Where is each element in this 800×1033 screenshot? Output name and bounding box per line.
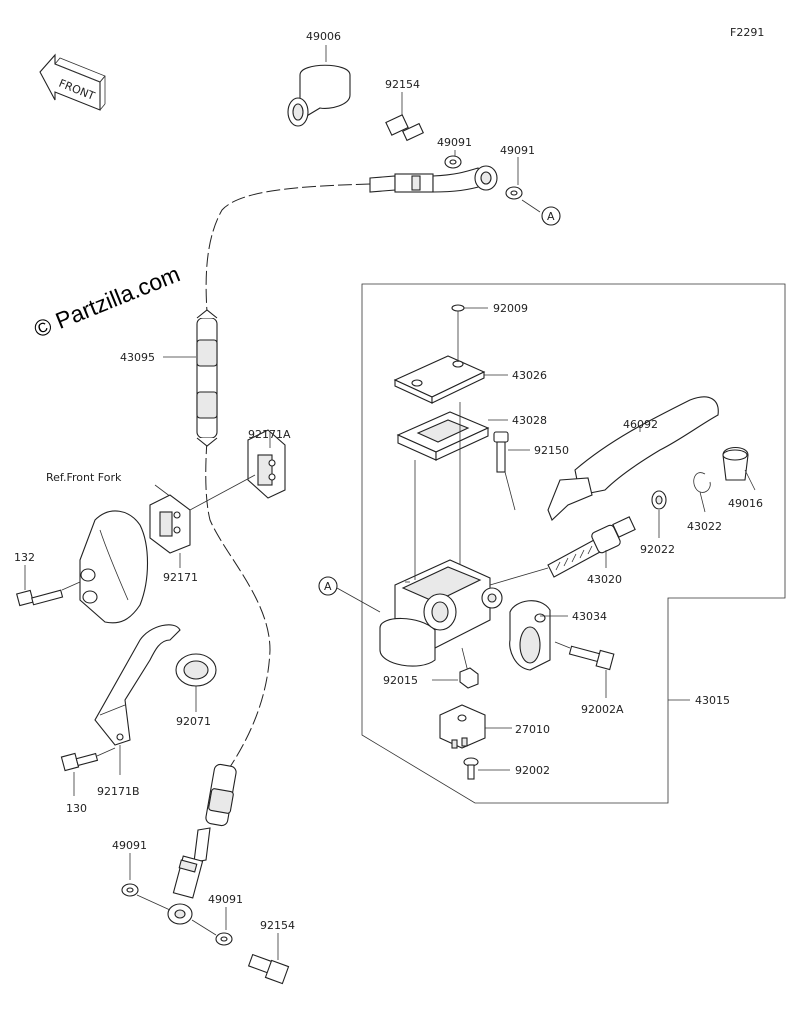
part-43026-shape bbox=[393, 322, 508, 404]
part-92009-shape bbox=[451, 304, 488, 322]
master-cylinder-body-shape bbox=[379, 402, 549, 673]
label-92015: 92015 bbox=[383, 674, 418, 687]
label-92002A: 92002A bbox=[581, 703, 624, 716]
part-92171-shape bbox=[149, 474, 256, 568]
label-92009: 92009 bbox=[493, 302, 528, 315]
label-43028: 43028 bbox=[512, 414, 547, 427]
label-43015: 43015 bbox=[695, 694, 730, 707]
front-arrow-icon: FRONT bbox=[39, 53, 106, 111]
part-49091-c-shape bbox=[121, 853, 171, 911]
label-46092: 46092 bbox=[623, 418, 658, 431]
hose-top-fitting-shape bbox=[369, 165, 498, 193]
callout-a-left-leader bbox=[336, 587, 381, 613]
part-43022-shape bbox=[693, 472, 711, 513]
part-92022-shape bbox=[651, 490, 667, 538]
reference-note: Ref.Front Fork bbox=[46, 471, 122, 484]
part-27010-shape bbox=[439, 704, 512, 749]
part-49091-d-shape bbox=[191, 907, 233, 946]
front-fork-bracket-shape bbox=[79, 510, 149, 624]
label-49006: 49006 bbox=[306, 30, 341, 43]
label-43095: 43095 bbox=[120, 351, 155, 364]
label-92171B: 92171B bbox=[97, 785, 140, 798]
part-92071-shape bbox=[175, 653, 217, 712]
part-130-shape bbox=[60, 747, 116, 796]
callout-a-top-letter: A bbox=[547, 210, 555, 223]
part-92002-shape bbox=[463, 757, 510, 780]
part-92154-top-shape bbox=[385, 92, 425, 142]
label-27010: 27010 bbox=[515, 723, 550, 736]
part-92171B-shape bbox=[94, 624, 181, 775]
callout-a-left bbox=[318, 576, 338, 596]
part-49091-a-shape bbox=[444, 150, 462, 169]
part-43095-shape bbox=[163, 309, 218, 447]
label-43022: 43022 bbox=[687, 520, 722, 533]
hose-lower-fitting-shape bbox=[167, 763, 237, 925]
part-92002A-shape bbox=[554, 641, 615, 698]
label-43026: 43026 bbox=[512, 369, 547, 382]
part-43020-shape bbox=[547, 516, 636, 578]
callout-a-top bbox=[541, 206, 561, 226]
brake-hose-lower bbox=[205, 439, 271, 771]
part-92154-bottom-shape bbox=[247, 933, 290, 985]
part-92150-shape bbox=[493, 431, 530, 511]
part-132-shape bbox=[16, 565, 81, 607]
label-92171A: 92171A bbox=[248, 428, 291, 441]
label-92154-bottom: 92154 bbox=[260, 919, 295, 932]
part-92015-shape bbox=[432, 667, 479, 689]
label-49016: 49016 bbox=[728, 497, 763, 510]
label-49091-c: 49091 bbox=[112, 839, 147, 852]
label-49091-a: 49091 bbox=[437, 136, 472, 149]
assembly-outline bbox=[361, 283, 786, 804]
label-130: 130 bbox=[66, 802, 87, 815]
label-43034: 43034 bbox=[572, 610, 607, 623]
callout-a-left-letter: A bbox=[324, 580, 332, 593]
label-92154-top: 92154 bbox=[385, 78, 420, 91]
part-49006-shape bbox=[287, 45, 351, 127]
part-46092-shape bbox=[547, 396, 719, 521]
part-49091-b-shape bbox=[505, 157, 541, 213]
label-49091-d: 49091 bbox=[208, 893, 243, 906]
part-43034-shape bbox=[509, 600, 568, 671]
part-49016-shape bbox=[722, 446, 756, 491]
label-92150: 92150 bbox=[534, 444, 569, 457]
label-92171: 92171 bbox=[163, 571, 198, 584]
part-92171A-shape bbox=[247, 429, 286, 499]
brake-hose-upper bbox=[205, 183, 371, 313]
label-49091-b: 49091 bbox=[500, 144, 535, 157]
figure-code: F2291 bbox=[730, 26, 764, 39]
part-43028-shape bbox=[396, 411, 508, 461]
label-92002: 92002 bbox=[515, 764, 550, 777]
watermark-text: © Partzilla.com bbox=[30, 260, 183, 342]
label-92022: 92022 bbox=[640, 543, 675, 556]
label-132: 132 bbox=[14, 551, 35, 564]
label-92071: 92071 bbox=[176, 715, 211, 728]
label-43020: 43020 bbox=[587, 573, 622, 586]
